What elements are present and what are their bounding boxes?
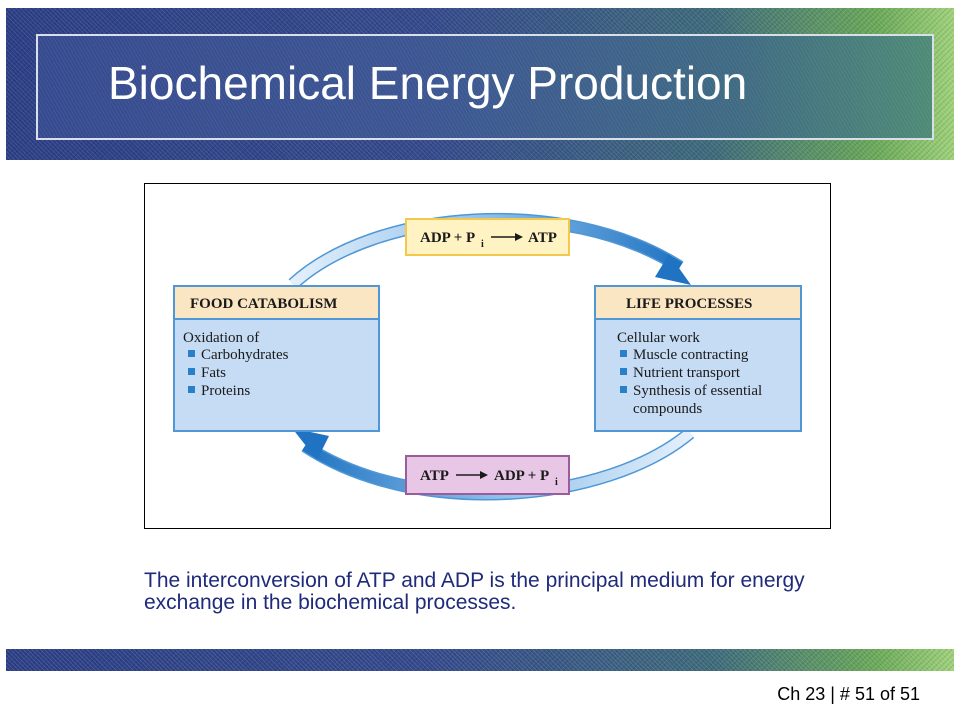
bottom-eq-sub: i — [555, 477, 558, 488]
reaction-arrow-icon — [480, 471, 488, 479]
top-eq-left: ADP + P — [420, 230, 475, 246]
bottom-eq-left: ATP — [420, 468, 449, 484]
title-banner-frame — [36, 34, 934, 140]
food-item: Carbohydrates — [201, 347, 289, 363]
bullet-icon — [620, 350, 627, 357]
bullet-icon — [188, 368, 195, 375]
slide-title: Biochemical Energy Production — [108, 57, 748, 109]
atp-hydrolysis-equation: ATP ADP + P i — [405, 455, 570, 495]
bullet-icon — [620, 368, 627, 375]
food-item: Fats — [201, 365, 226, 381]
title-banner — [6, 8, 954, 160]
footer-band — [6, 649, 954, 671]
cycle-svg: ADP + P i ATP ATP ADP + P i FOOD CATABOL… — [173, 212, 802, 501]
energy-cycle-diagram: ADP + P i ATP ATP ADP + P i FOOD CATABOL… — [144, 183, 831, 529]
bullet-icon — [188, 350, 195, 357]
food-catabolism-title: FOOD CATABOLISM — [190, 296, 337, 312]
reaction-arrow-icon — [515, 233, 523, 241]
life-item: Synthesis of essential — [633, 383, 762, 399]
bottom-eq-right: ADP + P — [494, 468, 549, 484]
food-item: Proteins — [201, 383, 250, 399]
life-item-continued: compounds — [633, 401, 702, 417]
life-item: Muscle contracting — [633, 347, 749, 363]
bullet-icon — [620, 386, 627, 393]
top-arrowhead — [655, 254, 691, 285]
food-catabolism-box: FOOD CATABOLISM Oxidation of Carbohydrat… — [173, 285, 380, 432]
slide-number: Ch 23 | # 51 of 51 — [777, 684, 920, 704]
top-eq-sub: i — [481, 239, 484, 250]
bottom-arrowhead — [292, 428, 329, 460]
life-processes-box: LIFE PROCESSES Cellular work Muscle cont… — [594, 285, 802, 432]
life-processes-title: LIFE PROCESSES — [626, 296, 752, 312]
life-intro: Cellular work — [617, 330, 700, 346]
slide-caption: The interconversion of ATP and ADP is th… — [144, 569, 805, 614]
life-item: Nutrient transport — [633, 365, 741, 381]
food-intro: Oxidation of — [183, 330, 259, 346]
atp-synthesis-equation: ADP + P i ATP — [405, 218, 570, 256]
top-eq-right: ATP — [528, 230, 557, 246]
bullet-icon — [188, 386, 195, 393]
